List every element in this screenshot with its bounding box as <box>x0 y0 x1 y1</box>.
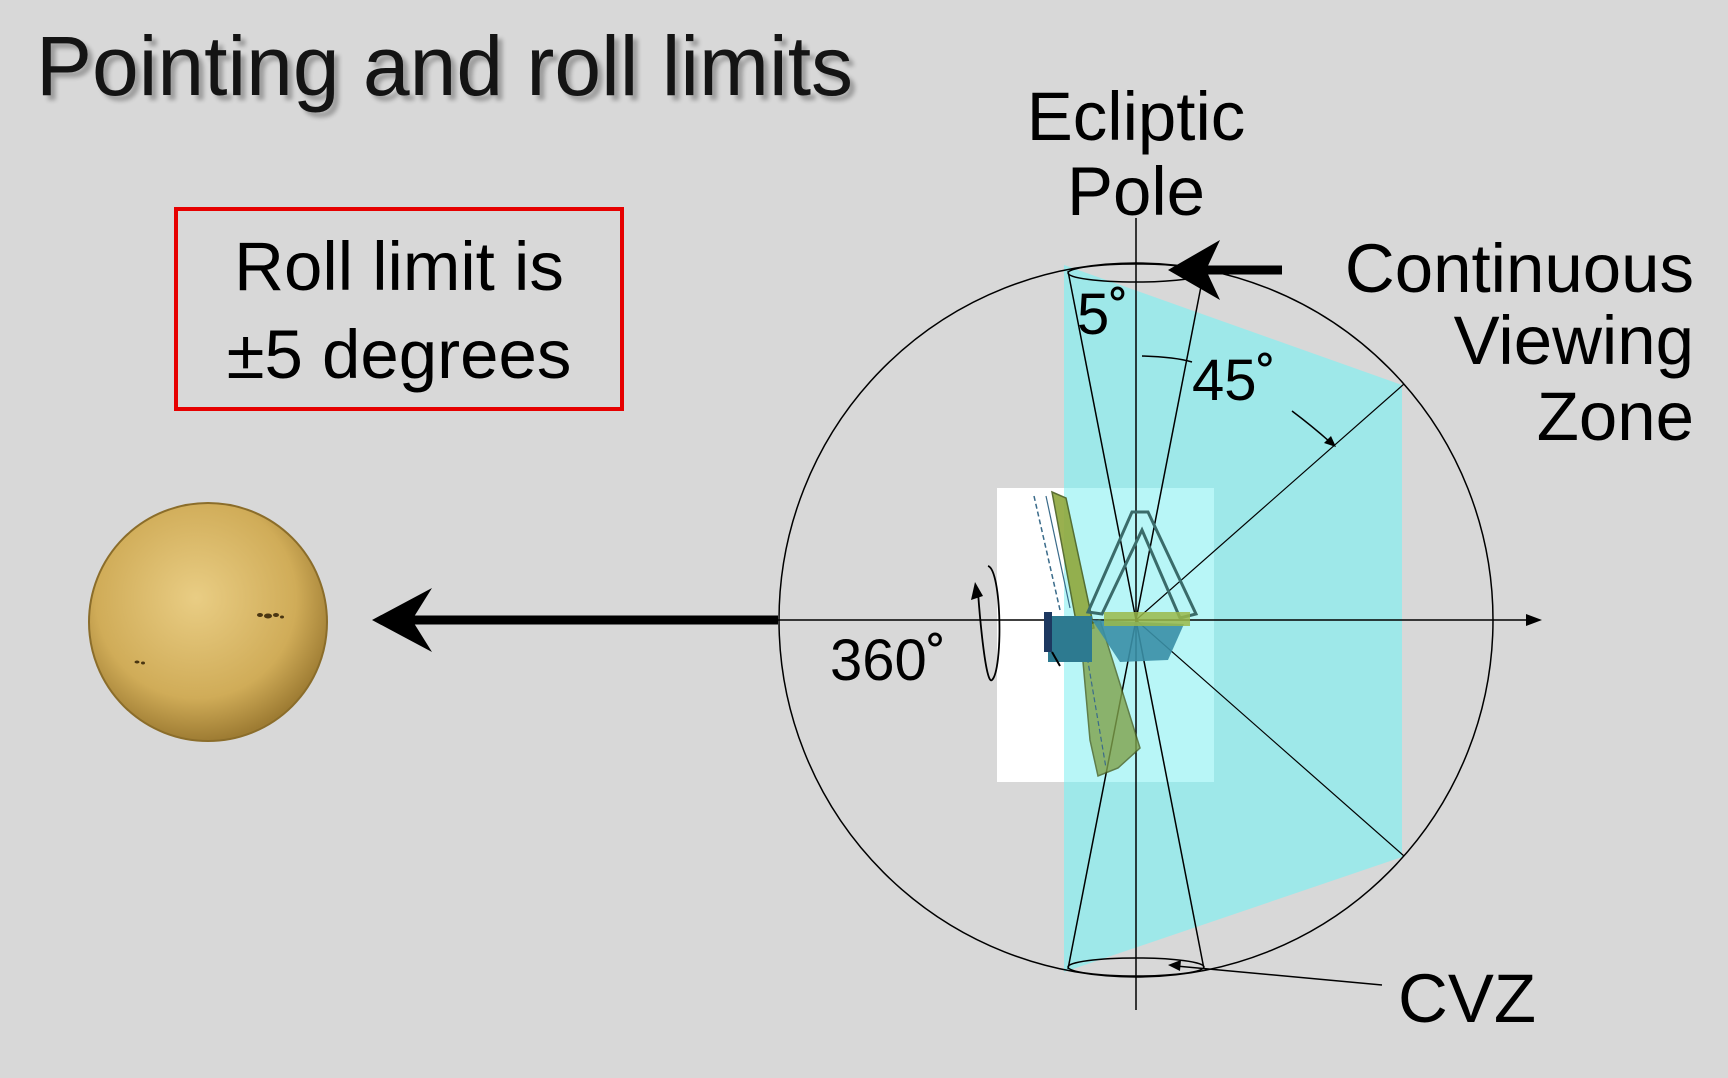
forty-five-degree-label: 45˚ <box>1192 348 1276 413</box>
ecliptic-pole-label-line-1: Ecliptic <box>1027 78 1246 155</box>
viewing-zone-band <box>1064 265 1402 972</box>
cvz-label-line-1: Continuous <box>1345 230 1694 307</box>
roll-limit-line-1: Roll limit is <box>234 228 564 305</box>
cvz-label-line-2: Viewing <box>1454 302 1694 379</box>
forty-five-degree-arc <box>1141 355 1336 447</box>
five-degree-label: 5˚ <box>1077 282 1129 347</box>
telescope-icon <box>1033 490 1199 778</box>
cvz-pointer-arrow <box>1168 240 1282 300</box>
ecliptic-pole-label-line-2: Pole <box>1067 153 1205 230</box>
sun-icon <box>88 502 328 742</box>
roll-rotation-icon <box>971 565 1001 681</box>
roll-limit-line-2: ±5 degrees <box>226 316 572 393</box>
sun-direction-arrow <box>372 588 778 652</box>
roll-limit-callout: Roll limit is ±5 degrees <box>174 207 624 411</box>
cvz-leader-line <box>1168 960 1383 986</box>
cvz-short-label: CVZ <box>1398 960 1536 1037</box>
cvz-cone-south <box>1067 619 1205 977</box>
roll-angle-label: 360˚ <box>830 628 946 693</box>
cvz-label-line-3: Zone <box>1537 378 1694 455</box>
slide-title: Pointing and roll limits <box>36 19 854 113</box>
cvz-cone-north <box>1067 263 1205 621</box>
